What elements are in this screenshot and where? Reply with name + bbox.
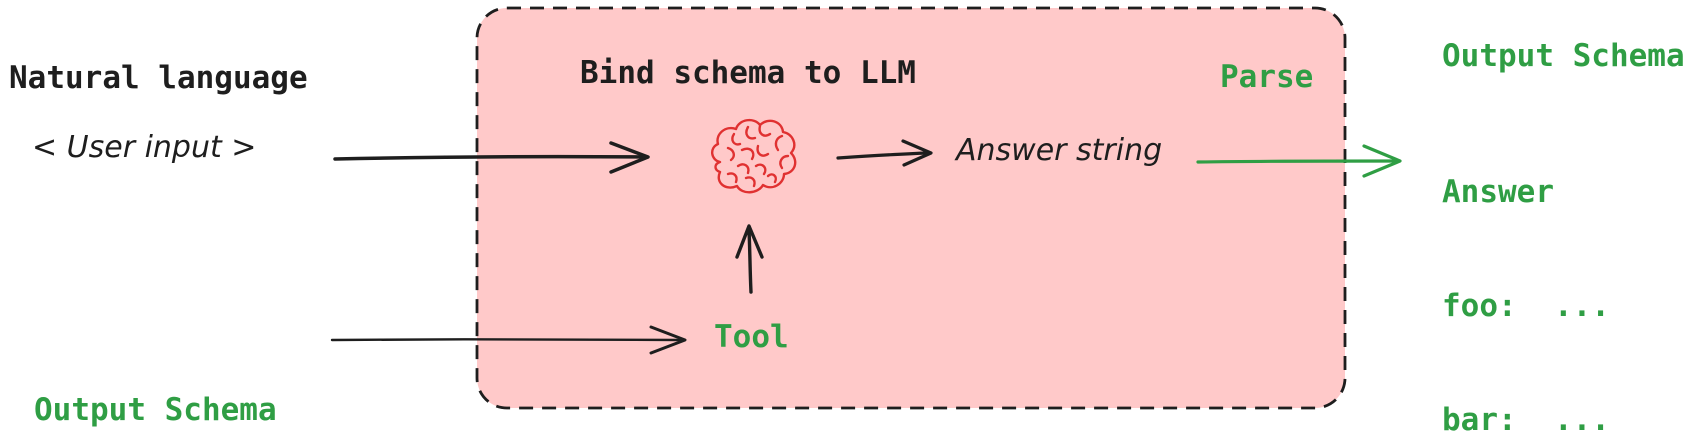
output-schema-left-block: Output Schema foo: ... bar: ... <box>34 313 277 443</box>
arrow-tool-to-llm <box>735 224 764 294</box>
llm-boundary-box <box>475 6 1347 410</box>
parse-label: Parse <box>1220 59 1314 95</box>
user-input-label: < User input > <box>32 130 257 165</box>
answer-label: Answer <box>1442 174 1554 210</box>
answer-bar: bar: ... <box>1442 402 1610 438</box>
output-schema-left-title: Output Schema <box>34 392 277 428</box>
answer-output-block: Answer foo: ... bar: ... <box>1442 97 1610 443</box>
bind-schema-title: Bind schema to LLM <box>580 55 916 91</box>
arrow-parse-to-output <box>1196 144 1402 178</box>
answer-string-label: Answer string <box>956 133 1163 168</box>
brain-icon <box>711 118 797 194</box>
arrow-user-input-to-llm <box>333 141 650 174</box>
tool-label: Tool <box>714 319 789 355</box>
answer-foo: foo: ... <box>1442 288 1610 324</box>
arrow-llm-to-answer-string <box>836 139 933 167</box>
natural-language-label: Natural language <box>9 60 308 96</box>
arrow-output-schema-to-tool <box>330 325 687 355</box>
output-schema-right-title: Output Schema <box>1442 38 1685 74</box>
